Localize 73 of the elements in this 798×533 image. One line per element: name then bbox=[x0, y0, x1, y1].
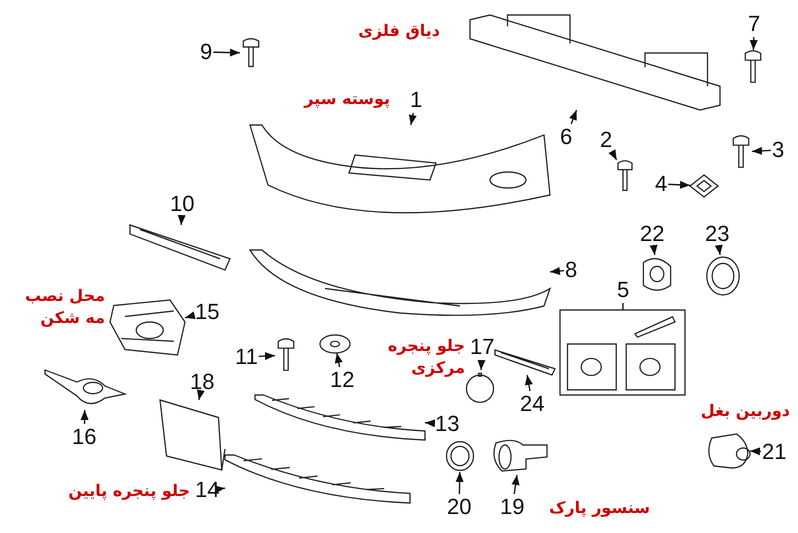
callout-number: 2 bbox=[600, 128, 612, 152]
callout-number: 24 bbox=[520, 392, 544, 416]
part-label: دوربین بغل bbox=[700, 400, 790, 422]
callout-number: 15 bbox=[195, 300, 220, 324]
trim-strip-drawing bbox=[130, 225, 230, 270]
callout-number: 7 bbox=[748, 12, 760, 36]
cover-drawing bbox=[465, 370, 495, 404]
callout-number: 22 bbox=[640, 222, 664, 246]
bolt-drawing bbox=[742, 50, 764, 84]
leader-arrow bbox=[550, 267, 564, 275]
callout-number: 10 bbox=[170, 192, 194, 216]
leader-arrow bbox=[334, 352, 343, 368]
callout-number: 21 bbox=[762, 440, 786, 464]
leader-arrow bbox=[196, 389, 205, 400]
callout-number: 8 bbox=[565, 258, 578, 282]
callout-number: 3 bbox=[772, 138, 784, 162]
leader-line bbox=[622, 303, 624, 310]
leader-arrow bbox=[80, 410, 89, 424]
bolt-drawing bbox=[615, 160, 635, 192]
leader-arrow bbox=[512, 474, 520, 494]
part-label: جلو پنجره پایین bbox=[67, 480, 190, 502]
bolt-drawing bbox=[730, 135, 752, 169]
callout-number: 18 bbox=[190, 370, 214, 394]
bolt-drawing bbox=[275, 338, 297, 372]
cap-drawing bbox=[640, 255, 674, 293]
ring-drawing bbox=[705, 255, 741, 297]
leader-arrow bbox=[213, 48, 240, 57]
callout-number: 4 bbox=[655, 172, 668, 196]
grille-drawing bbox=[225, 455, 410, 503]
ring-drawing bbox=[445, 440, 475, 472]
leader-arrow bbox=[668, 180, 690, 189]
leader-arrow bbox=[424, 419, 436, 428]
part-label: دیاق فلزی bbox=[357, 20, 440, 42]
callout-number: 19 bbox=[500, 495, 524, 519]
callout-number: 9 bbox=[200, 40, 212, 64]
callout-number: 17 bbox=[470, 335, 494, 359]
trim-strip-drawing bbox=[495, 350, 555, 375]
leader-arrow bbox=[456, 472, 464, 494]
part-label: جلو پنجره مرکزی bbox=[386, 335, 465, 379]
leader-arrow bbox=[750, 447, 762, 456]
leader-arrow bbox=[184, 311, 196, 320]
part-label: سنسور پارک bbox=[548, 497, 650, 519]
part-label: پوسته سپر bbox=[302, 88, 390, 110]
callout-number: 11 bbox=[235, 345, 258, 369]
leader-arrow bbox=[752, 146, 772, 155]
leader-arrow bbox=[714, 244, 723, 256]
leader-arrow bbox=[750, 36, 758, 50]
callout-number: 1 bbox=[410, 88, 422, 112]
leader-arrow bbox=[608, 149, 618, 160]
plate-bracket-drawing bbox=[160, 400, 225, 470]
bolt-drawing bbox=[240, 38, 262, 68]
leader-arrow bbox=[569, 110, 578, 124]
leader-arrow bbox=[178, 214, 186, 226]
leader-arrow bbox=[524, 374, 533, 392]
leader-arrow bbox=[478, 360, 486, 370]
kit-box-drawing bbox=[560, 310, 685, 395]
leader-arrow bbox=[258, 352, 276, 360]
fog-light-grille-drawing bbox=[110, 300, 185, 355]
callout-number: 13 bbox=[435, 412, 460, 436]
callout-number: 16 bbox=[72, 425, 96, 449]
callout-number: 12 bbox=[330, 368, 354, 392]
part-label: محل نصب مه شکن bbox=[24, 285, 105, 329]
washer-drawing bbox=[320, 335, 350, 353]
grille-drawing bbox=[255, 395, 425, 440]
reinforcement-beam-drawing bbox=[470, 15, 720, 110]
leader-arrow bbox=[408, 112, 417, 126]
clip-drawing bbox=[690, 175, 718, 197]
callout-number: 5 bbox=[617, 278, 630, 302]
leader-arrow bbox=[650, 244, 658, 256]
callout-number: 20 bbox=[447, 495, 472, 519]
callout-number: 23 bbox=[705, 222, 730, 246]
callout-number: 6 bbox=[560, 125, 572, 149]
leader-arrow bbox=[214, 485, 226, 494]
